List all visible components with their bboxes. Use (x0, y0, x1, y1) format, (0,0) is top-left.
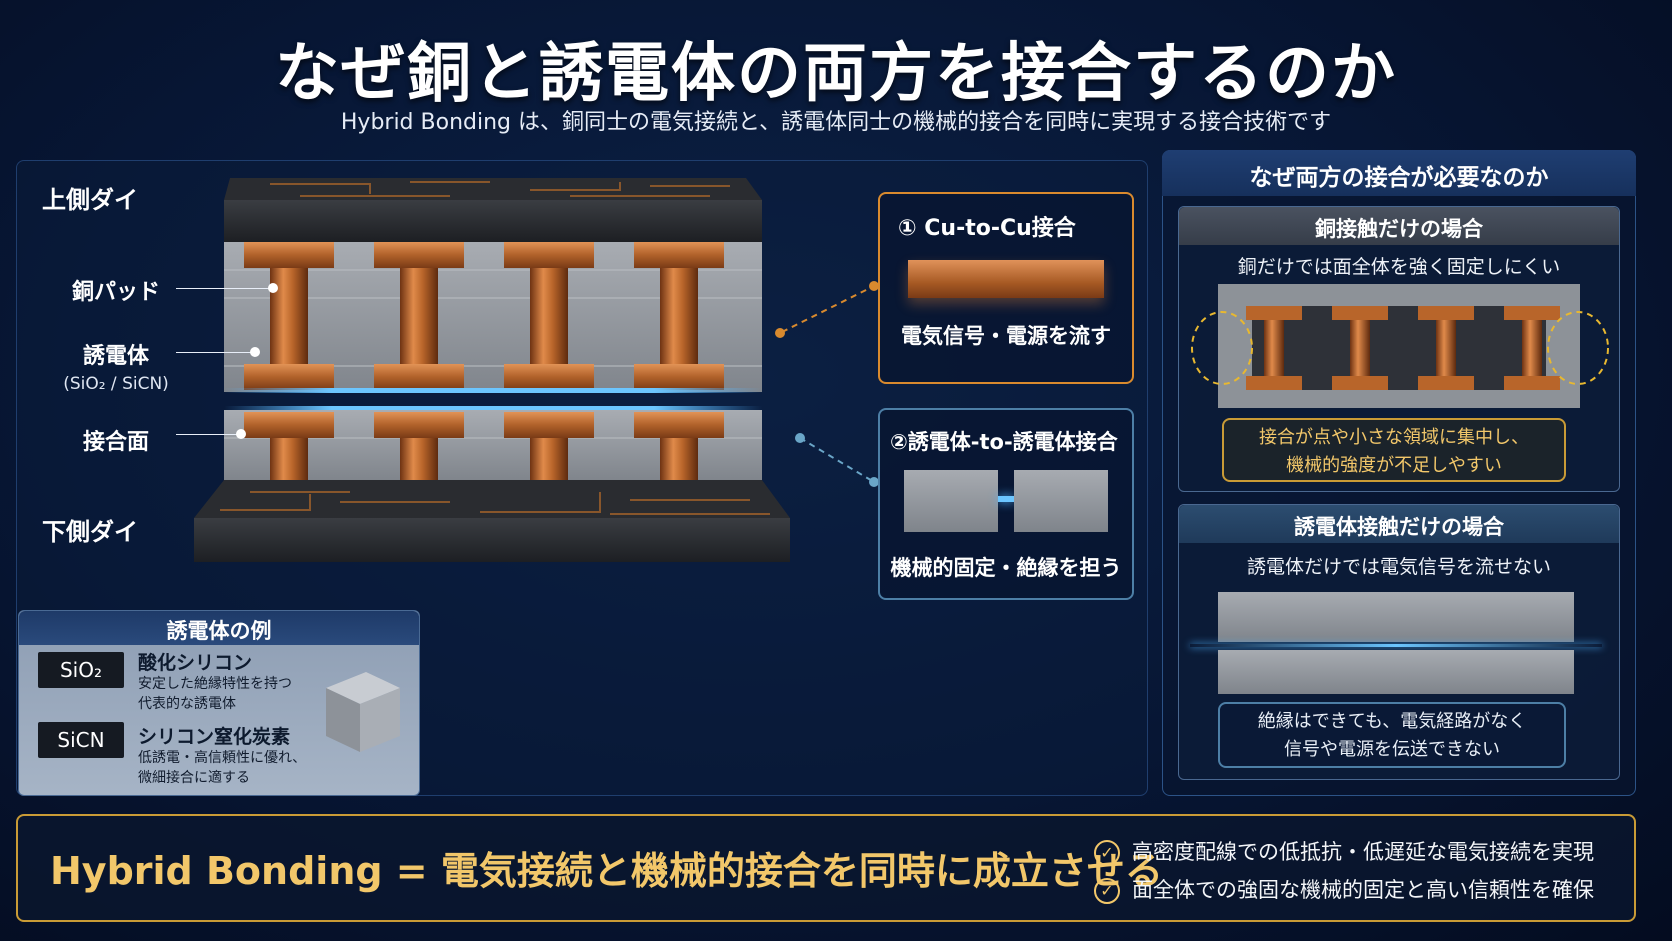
label-copper-pad: 銅パッド (71, 280, 160, 305)
why-both-title: なぜ両方の接合が必要なのか (1162, 150, 1636, 196)
chip-sio2: SiO₂ (38, 652, 124, 688)
bottom-die-body (194, 518, 790, 562)
interface-glow-upper (224, 388, 762, 393)
example-sio2-name: 酸化シリコン (138, 652, 253, 674)
examples-title: 誘電体の例 (19, 611, 419, 645)
case-dielectric-only-title: 誘電体接触だけの場合 (1179, 505, 1619, 543)
callout-cu-text: 電気信号・電源を流す (901, 324, 1111, 348)
case-dielectric-only-note-2: 信号や電源を伝送できない (1284, 739, 1500, 760)
label-dielectric: 誘電体 (82, 344, 149, 369)
label-bond-interface: 接合面 (82, 430, 149, 455)
leader-copper-pad (176, 288, 274, 289)
summary-main: Hybrid Bonding = 電気接続と機械的接合を同時に成立させる (50, 849, 1163, 893)
case-dielectric-only-sub: 誘電体だけでは電気信号を流せない (1246, 556, 1551, 578)
page-title: なぜ銅と誘電体の両方を接合するのか (275, 37, 1397, 111)
case-copper-only-note: 接合が点や小さな領域に集中し、 機械的強度が不足しやすい (1222, 418, 1566, 482)
dielectric-cube-icon (326, 672, 400, 752)
check-circle-icon: ✓ (1094, 840, 1120, 866)
chip-sicn: SiCN (38, 722, 124, 758)
callout-cu-bond: ① Cu-to-Cu接合 電気信号・電源を流す (878, 192, 1134, 384)
case-copper-only-note-2: 機械的強度が不足しやすい (1286, 455, 1502, 476)
summary-banner (16, 814, 1636, 922)
interface-glow-lower (224, 406, 762, 411)
leader-bond-interface (176, 434, 240, 435)
example-sio2-desc-1: 安定した絶縁特性を持つ (138, 676, 292, 692)
callout-cu-title: ① Cu-to-Cu接合 (898, 216, 1076, 241)
page-subtitle: Hybrid Bonding は、銅同士の電気接続と、誘電体同士の機械的接合を同… (340, 110, 1332, 135)
example-sicn-desc-1: 低誘電・高信頼性に優れ、 (138, 750, 307, 766)
callout-connectors (775, 281, 879, 487)
callout-dielectric-title: ②誘電体-to-誘電体接合 (890, 430, 1118, 454)
upper-copper-pads (244, 242, 724, 390)
marker-copper-pad (268, 283, 278, 293)
bottom-die-face (194, 480, 790, 518)
copper-sample-bar (908, 260, 1104, 298)
summary-check-1-text: 高密度配線での低抵抗・低遅延な電気接続を実現 (1132, 840, 1594, 864)
bonding-stack-illustration (194, 178, 790, 562)
dielectric-only-interface (1190, 644, 1602, 647)
case-copper-only-title: 銅接触だけの場合 (1179, 207, 1619, 245)
dielectric-sample-blocks (904, 470, 1132, 534)
callout-dielectric-text: 機械的固定・絶縁を担う (890, 556, 1122, 580)
leader-dielectric (176, 352, 256, 353)
label-top-die: 上側ダイ (42, 186, 138, 214)
callout-dielectric-bond: ②誘電体-to-誘電体接合 機械的固定・絶縁を担う (878, 408, 1134, 600)
case-dielectric-only-note: 絶縁はできても、電気経路がなく 信号や電源を伝送できない (1218, 702, 1566, 768)
dielectric-only-upper-block (1218, 592, 1574, 642)
label-dielectric-materials: (SiO₂ / SiCN) (63, 374, 169, 394)
dielectric-only-lower-block (1218, 650, 1574, 694)
check-circle-icon: ✓ (1094, 878, 1120, 904)
example-sio2-desc-2: 代表的な誘電体 (138, 696, 236, 712)
case-copper-only-note-1: 接合が点や小さな領域に集中し、 (1259, 427, 1529, 448)
case-dielectric-only-note-1: 絶縁はできても、電気経路がなく (1257, 711, 1527, 732)
label-bottom-die: 下側ダイ (42, 518, 138, 546)
copper-only-illustration (1191, 284, 1609, 408)
summary-check-1: ✓ 高密度配線での低抵抗・低遅延な電気接続を実現 (1094, 836, 1594, 866)
summary-check-2-text: 面全体での強固な機械的固定と高い信頼性を確保 (1132, 878, 1594, 902)
marker-dielectric (250, 347, 260, 357)
case-copper-only-sub: 銅だけでは面全体を強く固定しにくい (1237, 256, 1561, 278)
summary-check-2: ✓ 面全体での強固な機械的固定と高い信頼性を確保 (1094, 874, 1594, 904)
example-sicn-desc-2: 微細接合に適する (138, 770, 250, 786)
lower-copper-pads (244, 412, 724, 484)
marker-bond-interface (236, 429, 246, 439)
example-sicn-name: シリコン窒化炭素 (138, 726, 291, 748)
top-die-body (224, 200, 762, 242)
